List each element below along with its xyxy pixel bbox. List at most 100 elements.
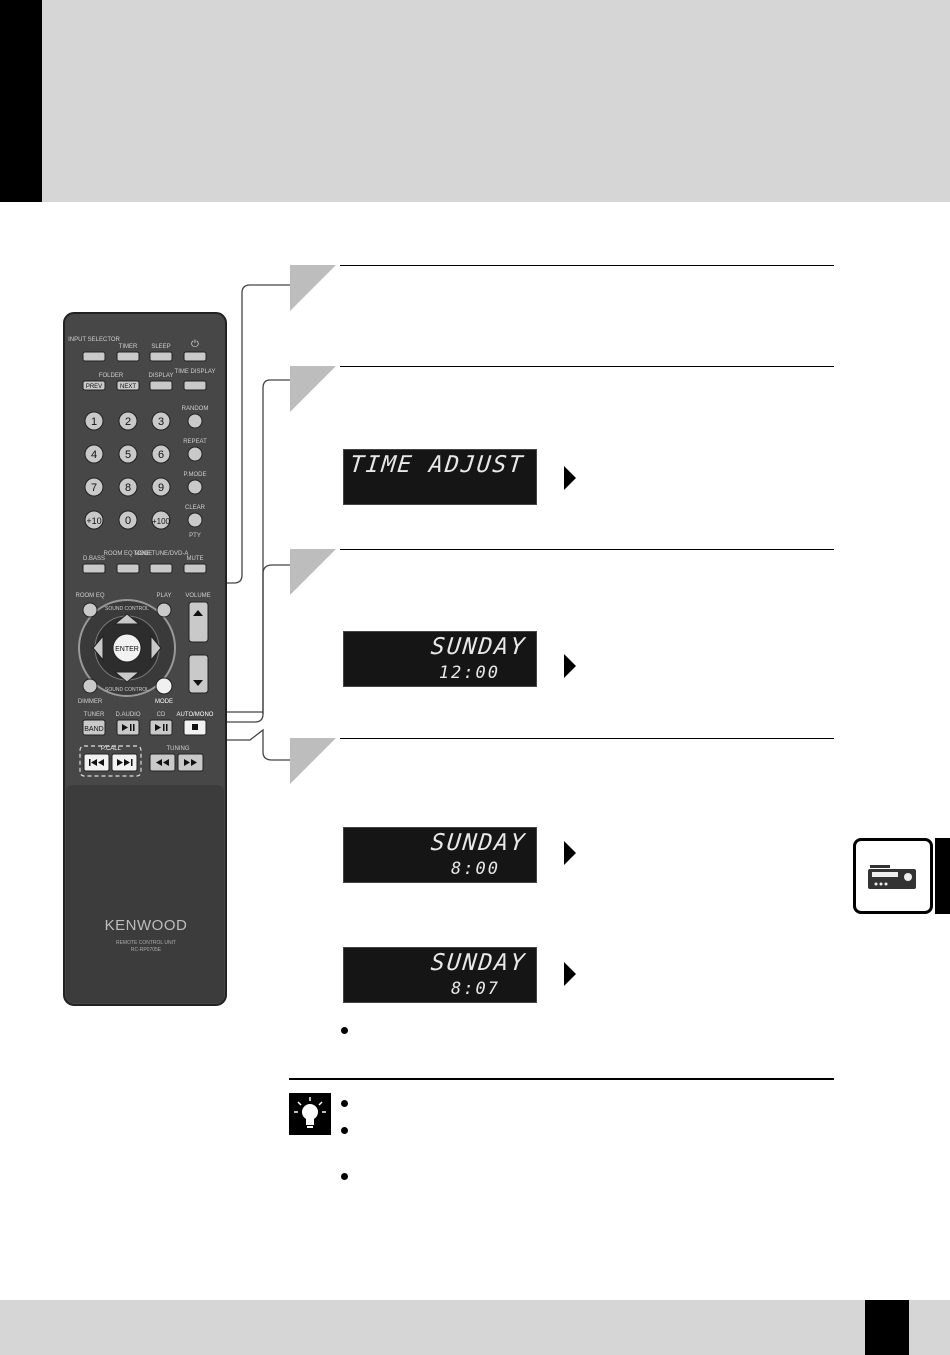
svg-text:7: 7 xyxy=(91,482,97,494)
num-5-button xyxy=(118,444,138,464)
sleep-button[interactable] xyxy=(149,351,173,362)
next-button[interactable] xyxy=(116,380,140,391)
label-display: DISPLAY xyxy=(149,373,174,379)
svg-text:SOUND CONTROL: SOUND CONTROL xyxy=(105,687,149,693)
svg-text:0: 0 xyxy=(125,515,131,527)
svg-text:D.AUDIO: D.AUDIO xyxy=(115,712,140,718)
bullet xyxy=(341,1173,348,1180)
label-timer: TIMER xyxy=(119,344,138,350)
plus10-button xyxy=(84,510,104,530)
arrow-icon xyxy=(564,841,576,865)
receiver-icon xyxy=(853,838,933,914)
remote-lower-body xyxy=(66,785,224,1003)
num-3-button xyxy=(151,411,171,431)
svg-text:1: 1 xyxy=(91,416,97,428)
svg-text:PTY: PTY xyxy=(189,533,201,539)
label-sleep: SLEEP xyxy=(151,344,170,350)
power-button[interactable] xyxy=(183,351,207,362)
svg-text:4: 4 xyxy=(91,449,97,461)
prev-label: PREV xyxy=(86,384,102,390)
step4-rule xyxy=(340,738,834,739)
svg-text:MUTE: MUTE xyxy=(187,556,204,562)
svg-text:RANDOM: RANDOM xyxy=(182,406,209,412)
mute-button xyxy=(183,563,207,574)
svg-text:ROOM EQ MODE: ROOM EQ MODE xyxy=(104,551,153,557)
svg-text:SOUND CONTROL: SOUND CONTROL xyxy=(105,606,149,612)
svg-text:2: 2 xyxy=(125,416,131,428)
tuning-down-button xyxy=(149,753,176,772)
mode-button xyxy=(155,677,173,695)
arrow-icon xyxy=(564,654,576,678)
svg-text:VOLUME: VOLUME xyxy=(185,593,210,599)
svg-text:ENTER: ENTER xyxy=(115,646,139,653)
svg-text:P.MODE: P.MODE xyxy=(184,472,207,478)
clear-button xyxy=(187,512,203,528)
bullet xyxy=(341,1027,348,1034)
next-label: NEXT xyxy=(120,384,136,390)
nav-left-icon xyxy=(92,634,104,662)
lcd-line1: TIME ADJUST xyxy=(348,452,526,478)
time-display-button[interactable] xyxy=(183,380,207,391)
header-black-tab xyxy=(0,0,42,202)
num-6-button xyxy=(151,444,171,464)
step3-marker xyxy=(290,549,336,595)
svg-text:P.CALL: P.CALL xyxy=(101,746,122,752)
svg-text:CD: CD xyxy=(157,712,166,718)
tone-button xyxy=(149,563,173,574)
lcd-sunday-800: SUNDAY 8:00 xyxy=(343,827,537,883)
side-section-tab xyxy=(935,838,950,914)
prev-button[interactable] xyxy=(82,380,106,391)
hint-rule xyxy=(289,1078,834,1080)
brand-logo: KENWOOD xyxy=(105,917,188,934)
volume-up-button xyxy=(188,601,209,643)
display-button[interactable] xyxy=(149,380,173,391)
num-0-button xyxy=(118,510,138,530)
step3-rule xyxy=(340,549,834,550)
svg-text:MODE: MODE xyxy=(155,699,173,705)
svg-text:6: 6 xyxy=(158,449,164,461)
svg-text:REPEAT: REPEAT xyxy=(183,439,207,445)
num-1-button xyxy=(84,411,104,431)
svg-text:PLAY: PLAY xyxy=(157,593,172,599)
svg-text:CLEAR: CLEAR xyxy=(185,505,206,511)
svg-text:REMOTE CONTROL UNIT: REMOTE CONTROL UNIT xyxy=(116,940,176,946)
lcd-sunday-1200: SUNDAY 12:00 xyxy=(343,631,537,687)
num-7-button xyxy=(84,477,104,497)
svg-text:8: 8 xyxy=(125,482,131,494)
svg-text:RC-RP0705E: RC-RP0705E xyxy=(131,947,162,953)
step2-marker xyxy=(290,366,336,412)
svg-text:TUNER: TUNER xyxy=(84,712,105,718)
lightbulb-icon xyxy=(289,1093,331,1135)
num-4-button xyxy=(84,444,104,464)
room-eq-button xyxy=(82,602,98,618)
pmode-button xyxy=(187,479,203,495)
room-eq-mode-button xyxy=(116,563,140,574)
timer-button[interactable] xyxy=(116,351,140,362)
tuning-up-button xyxy=(177,753,204,772)
nav-down-icon xyxy=(113,671,141,683)
label-folder: FOLDER xyxy=(99,373,124,379)
step1-marker xyxy=(290,265,336,311)
bullet xyxy=(341,1100,348,1107)
header-band xyxy=(0,0,950,202)
svg-text:AUTO/MONO: AUTO/MONO xyxy=(177,712,214,718)
play-button xyxy=(156,602,172,618)
random-button xyxy=(187,413,203,429)
plus100-button xyxy=(151,510,171,530)
volume-down-button xyxy=(188,654,209,694)
arrow-icon xyxy=(564,466,576,490)
dimmer-button xyxy=(82,678,98,694)
step2-rule xyxy=(340,366,834,367)
svg-text:+100: +100 xyxy=(152,517,171,526)
nav-right-icon xyxy=(150,634,162,662)
svg-text:DIMMER: DIMMER xyxy=(78,699,103,705)
num-8-button xyxy=(118,477,138,497)
stop-icon xyxy=(192,724,198,730)
svg-text:BAND: BAND xyxy=(84,726,103,733)
input-selector-button[interactable] xyxy=(82,351,106,362)
footer-band xyxy=(0,1300,950,1355)
repeat-button xyxy=(187,446,203,462)
svg-text:TUNING: TUNING xyxy=(167,746,190,752)
step1-rule xyxy=(340,265,834,266)
